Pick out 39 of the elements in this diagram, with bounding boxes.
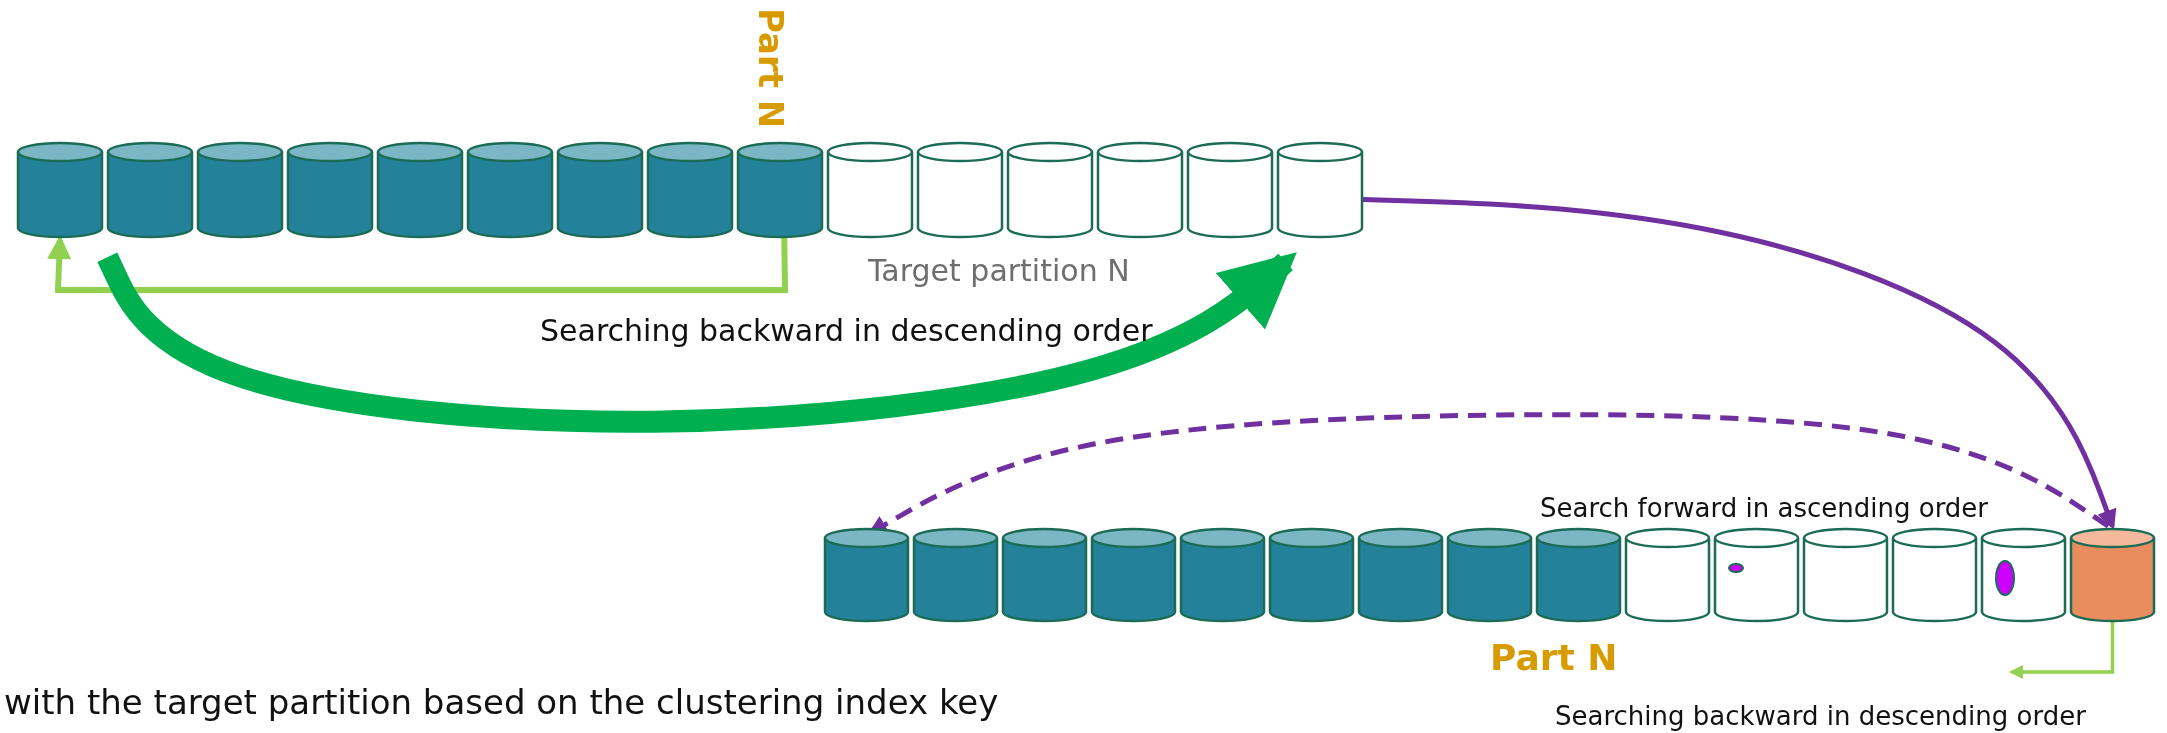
database-cylinder (2070, 528, 2155, 622)
database-cylinder (1187, 142, 1273, 238)
database-cylinder (1625, 528, 1710, 622)
database-cylinder (287, 142, 373, 238)
arrow (1362, 197, 2117, 530)
database-cylinder (107, 142, 193, 238)
database-cylinder (467, 142, 553, 238)
database-cylinder (1091, 528, 1176, 622)
part-label: Part N (752, 8, 790, 129)
database-cylinder (1002, 528, 1087, 622)
database-cylinder (377, 142, 463, 238)
database-cylinder (647, 142, 733, 238)
database-cylinder (1097, 142, 1183, 238)
database-cylinder (1358, 528, 1443, 622)
description-text: with the target partition based on the clustering index key (4, 684, 999, 722)
database-cylinder (1892, 528, 1977, 622)
database-cylinder (824, 528, 909, 622)
database-cylinder (1277, 142, 1363, 238)
database-cylinder (1536, 528, 1621, 622)
target-partition-label: Target partition N (868, 254, 1130, 287)
search-direction-label: Searching backward in descending order (540, 314, 1153, 347)
database-cylinder (917, 142, 1003, 238)
database-cylinder (1981, 528, 2066, 622)
database-cylinder (1180, 528, 1265, 622)
curved-arrow (97, 252, 1297, 433)
arrow (47, 235, 789, 293)
database-cylinder (737, 142, 823, 238)
database-cylinder (1269, 528, 1354, 622)
database-cylinder (1803, 528, 1888, 622)
arrow (2008, 622, 2115, 679)
search-direction-label: Search forward in ascending order (1540, 494, 1989, 523)
database-cylinder (197, 142, 283, 238)
database-cylinder (827, 142, 913, 238)
database-cylinder (17, 142, 103, 238)
database-cylinder (557, 142, 643, 238)
database-cylinder (1714, 528, 1799, 622)
database-cylinder (1447, 528, 1532, 622)
database-cylinder (1007, 142, 1093, 238)
database-cylinder (913, 528, 998, 622)
